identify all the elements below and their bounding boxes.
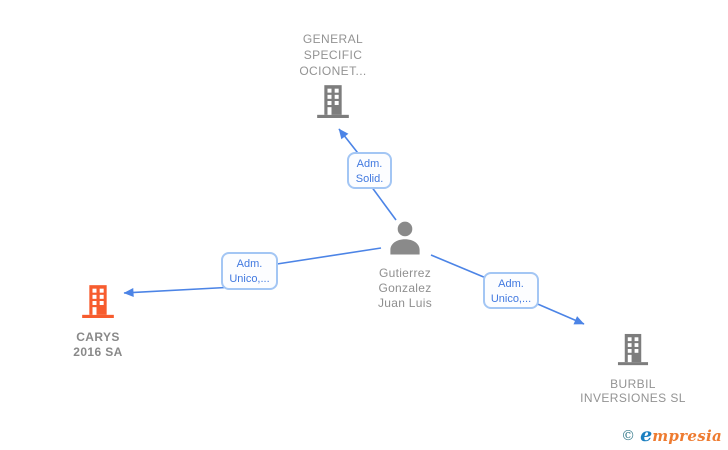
edge-person-carys-inner	[263, 247, 382, 267]
node-burbil-label: BURBIL INVERSIONES SL	[562, 377, 704, 405]
edge-label-adm-unico-burbil-line1: Adm.	[498, 278, 524, 290]
node-burbil-line1: BURBIL	[610, 377, 656, 391]
node-carys-label: CARYS 2016 SA	[28, 330, 168, 360]
node-person-line3: Juan Luis	[377, 296, 433, 310]
node-person-line2: Gonzalez	[378, 281, 432, 295]
node-person-line1: Gutierrez	[378, 266, 432, 280]
edge-label-adm-unico-burbil-line2: Unico,...	[490, 293, 532, 305]
node-general-line3: OCIONET...	[299, 64, 367, 78]
node-general-label: GENERAL SPECIFIC OCIONET...	[263, 31, 403, 79]
edge-label-adm-unico-carys-line1: Adm.	[236, 258, 263, 270]
node-carys-2016-sa[interactable]: CARYS 2016 SA	[28, 281, 168, 360]
empresia-logo-initial: e	[640, 424, 653, 446]
edge-label-adm-solid[interactable]: Adm. Solid.	[347, 152, 392, 189]
node-carys-line2: 2016 SA	[73, 345, 123, 359]
node-person-label: Gutierrez Gonzalez Juan Luis	[343, 266, 467, 311]
node-general-line2: SPECIFIC	[303, 48, 363, 62]
node-general-specific-ocionet[interactable]: GENERAL SPECIFIC OCIONET...	[263, 31, 403, 126]
node-burbil-inversiones-sl[interactable]: BURBIL INVERSIONES SL	[562, 330, 704, 405]
edge-label-adm-solid-line1: Adm.	[356, 158, 383, 170]
node-gutierrez-gonzalez-juan-luis[interactable]: Gutierrez Gonzalez Juan Luis	[343, 218, 467, 311]
node-burbil-line2: INVERSIONES SL	[580, 391, 686, 405]
person-icon	[343, 218, 467, 263]
empresia-logo: ©empresia	[621, 424, 722, 446]
building-icon	[28, 281, 168, 326]
node-carys-line1: CARYS	[76, 330, 120, 344]
building-icon	[562, 330, 704, 373]
node-general-line1: GENERAL	[302, 32, 364, 46]
edge-person-carys-arrow	[123, 286, 236, 297]
edge-person-general-lower	[370, 185, 397, 221]
edge-label-adm-unico-carys[interactable]: Adm. Unico,...	[221, 252, 278, 290]
empresia-logo-text: mpresia	[652, 427, 722, 445]
edge-label-adm-solid-line2: Solid.	[355, 173, 384, 185]
copyright-icon: ©	[621, 428, 636, 444]
building-icon	[263, 81, 403, 126]
edge-label-adm-unico-burbil[interactable]: Adm. Unico,...	[483, 272, 539, 309]
edge-label-adm-unico-carys-line2: Unico,...	[229, 273, 270, 285]
